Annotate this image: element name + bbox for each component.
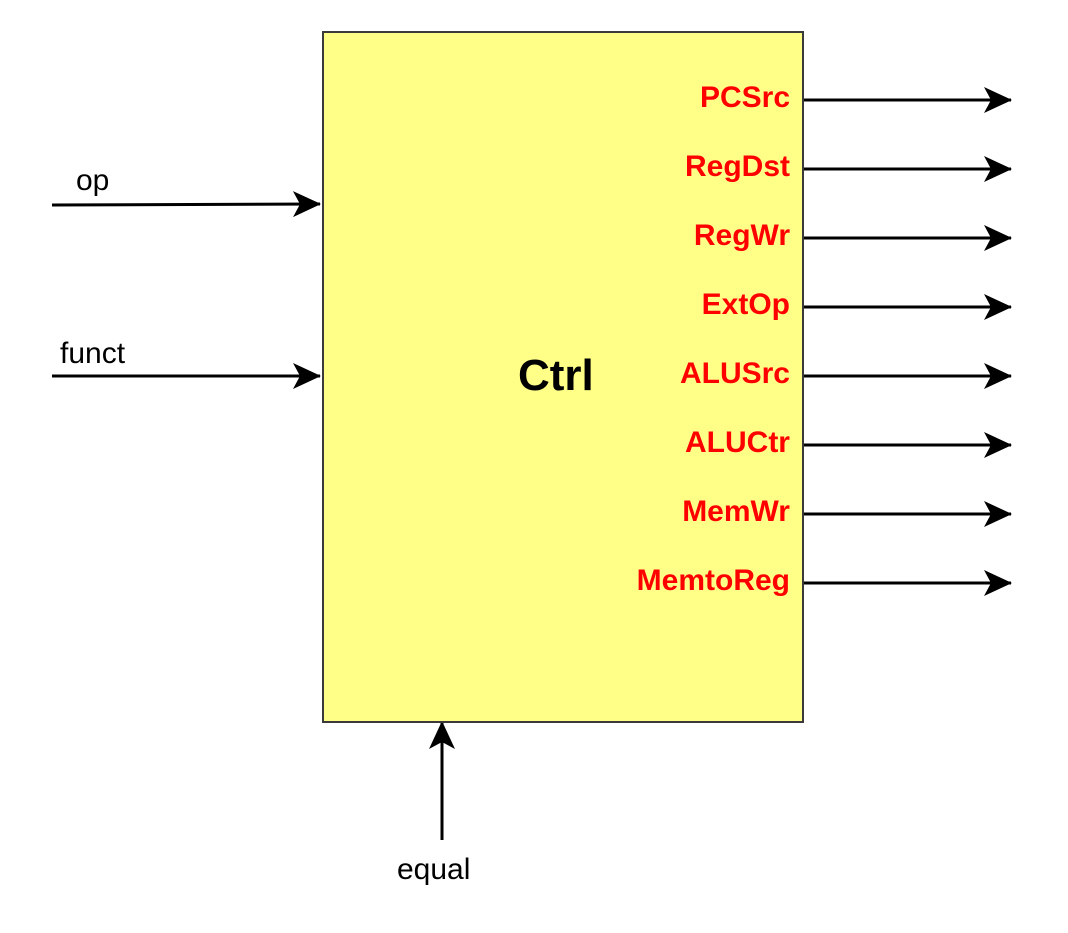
ctrl-block [322, 31, 804, 723]
output-label-regwr: RegWr [693, 219, 790, 252]
output-label-aluctr: ALUCtr [685, 426, 790, 459]
output-label-extop: ExtOp [701, 288, 790, 321]
output-label-alusrc: ALUSrc [679, 357, 790, 390]
output-label-pcsrc: PCSrc [699, 81, 790, 114]
funct-input-label: funct [60, 337, 126, 370]
ctrl-block-title: Ctrl [518, 351, 594, 400]
output-label-memtoreg: MemtoReg [636, 564, 790, 597]
output-arrows [803, 87, 1012, 596]
op-input-arrow [51, 191, 321, 218]
output-label-regdst: RegDst [684, 150, 790, 183]
output-label-memwr: MemWr [682, 495, 790, 528]
equal-input-label: equal [397, 853, 471, 886]
op-input-label: op [76, 164, 110, 197]
